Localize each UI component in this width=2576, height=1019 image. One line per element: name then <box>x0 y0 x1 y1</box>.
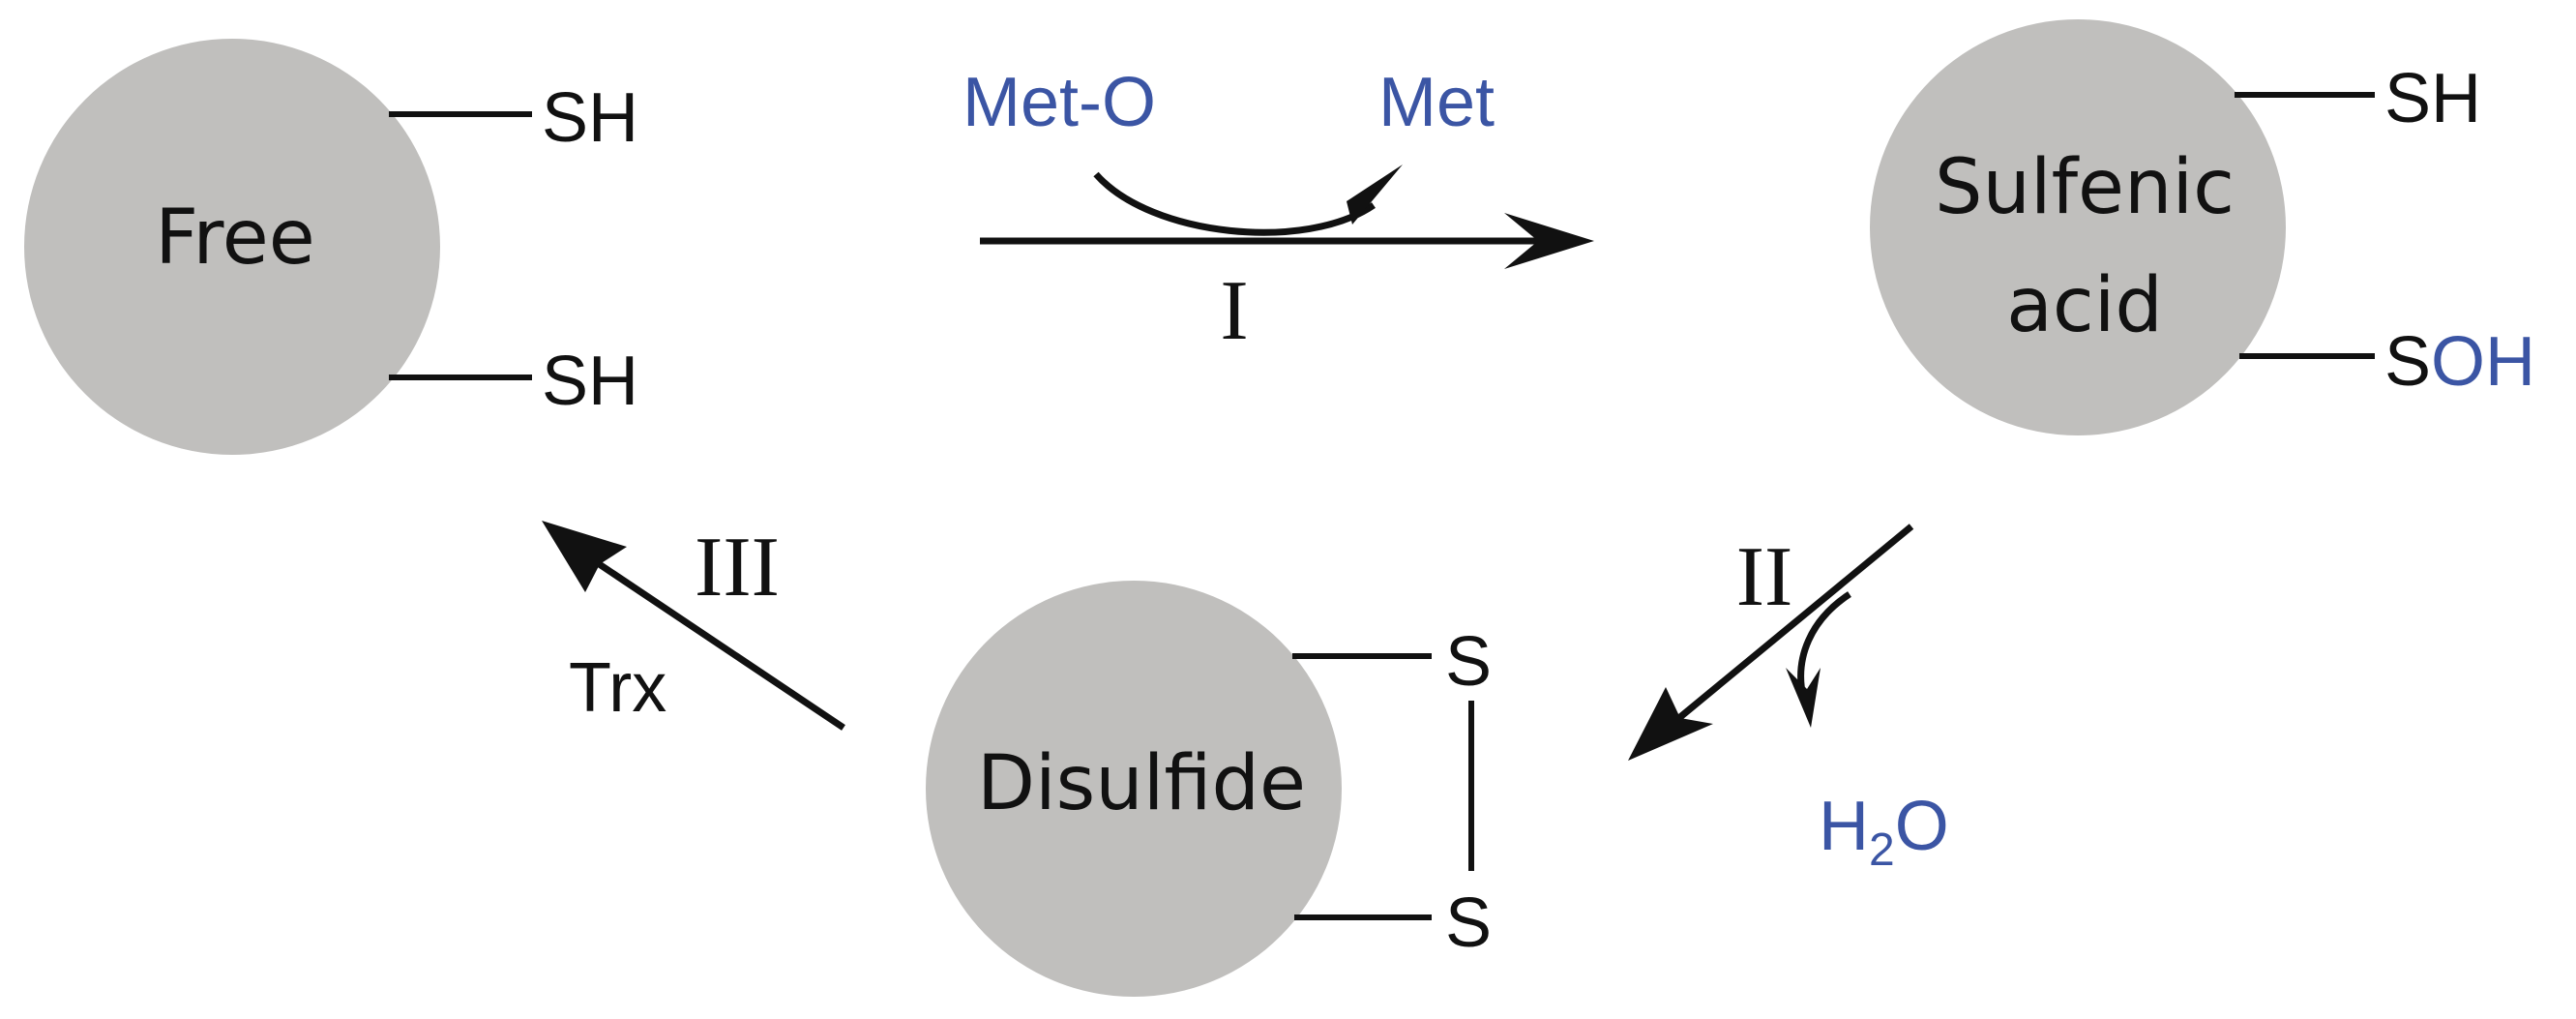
step-two-label: II <box>1736 530 1793 624</box>
step-two-byproduct-water: H2O <box>1819 788 1949 876</box>
sulfenic-acid-circle <box>1870 19 2286 435</box>
free-top-thiol: SH <box>542 79 638 157</box>
water-h: H <box>1819 788 1869 865</box>
step-three-label: III <box>695 521 780 614</box>
step-one-side-arrowhead <box>1347 165 1403 225</box>
step-two-main-arrowhead <box>1628 687 1713 761</box>
free-state-label: Free <box>155 195 315 282</box>
step-one-main-arrowhead <box>1504 213 1594 269</box>
water-o: O <box>1895 788 1949 865</box>
disulfide-top-sulfur: S <box>1445 623 1492 701</box>
sulfenic-top-thiol: SH <box>2384 60 2481 137</box>
water-subscript-2: 2 <box>1869 824 1895 876</box>
step-two-main-arrow <box>1667 524 1914 729</box>
disulfide-state: Disulfide S S <box>926 581 1492 997</box>
sulfenic-acid-label-line2: acid <box>2006 262 2163 349</box>
step-one-label: I <box>1220 264 1248 358</box>
sulfenic-acid-label-line1: Sulfenic <box>1935 144 2235 231</box>
step-one-reactant-met-o: Met-O <box>962 64 1156 141</box>
step-two: II H2O <box>1628 524 1949 876</box>
sulfenic-bottom-soh: SOH <box>2384 323 2535 401</box>
sulfenic-bottom-oh: OH <box>2431 323 2535 401</box>
disulfide-circle <box>926 581 1342 997</box>
free-state-circle <box>24 39 440 455</box>
free-bottom-thiol: SH <box>542 343 638 420</box>
step-three-reagent-trx: Trx <box>569 649 666 727</box>
free-state: Free SH SH <box>24 39 638 455</box>
step-three-main-arrow <box>590 556 845 731</box>
step-three-main-arrowhead <box>542 521 627 592</box>
sulfenic-bottom-s: S <box>2384 323 2431 401</box>
disulfide-bottom-sulfur: S <box>1445 884 1492 962</box>
step-three: III Trx <box>542 521 845 731</box>
step-one-product-met: Met <box>1378 64 1495 141</box>
step-two-side-arrowhead <box>1786 668 1821 728</box>
step-one: Met-O Met I <box>962 64 1594 358</box>
step-one-side-curve <box>1093 171 1376 236</box>
disulfide-label: Disulfide <box>977 740 1306 827</box>
sulfenic-acid-state: Sulfenic acid SH SOH <box>1870 19 2535 435</box>
